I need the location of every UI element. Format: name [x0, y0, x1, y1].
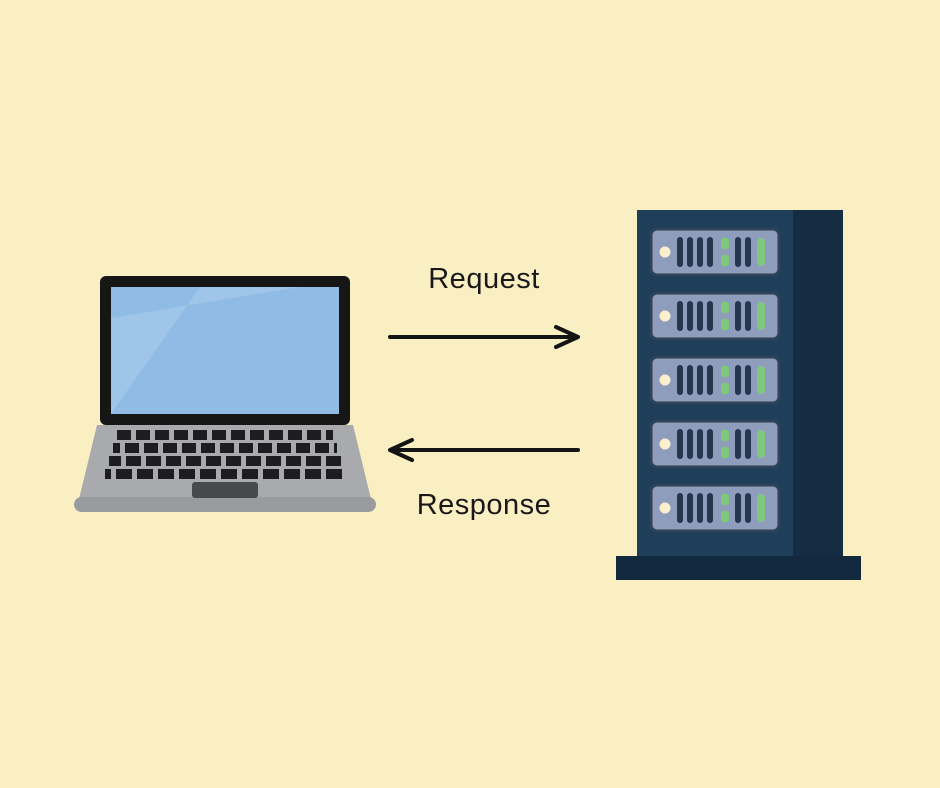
laptop-screen: [111, 287, 339, 414]
arrow-right-icon: [554, 325, 580, 349]
arrow-left-icon: [388, 438, 414, 462]
request-arrow: [388, 325, 580, 349]
response-arrow: [388, 438, 580, 462]
server-unit: [649, 419, 781, 469]
server-side-panel: [793, 210, 843, 556]
screen-glare: [111, 287, 300, 414]
laptop-keyboard: [105, 430, 345, 479]
response-label: Response: [416, 489, 552, 521]
server-unit: [649, 291, 781, 341]
laptop-client-illustration: [74, 276, 376, 512]
server-base: [616, 556, 861, 580]
server-unit: [649, 227, 781, 277]
server-unit: [649, 355, 781, 405]
server-unit: [649, 483, 781, 533]
laptop-touchpad: [192, 482, 258, 498]
request-label: Request: [428, 263, 540, 295]
laptop-base-edge: [74, 497, 376, 512]
server-rack-illustration: [616, 210, 861, 580]
